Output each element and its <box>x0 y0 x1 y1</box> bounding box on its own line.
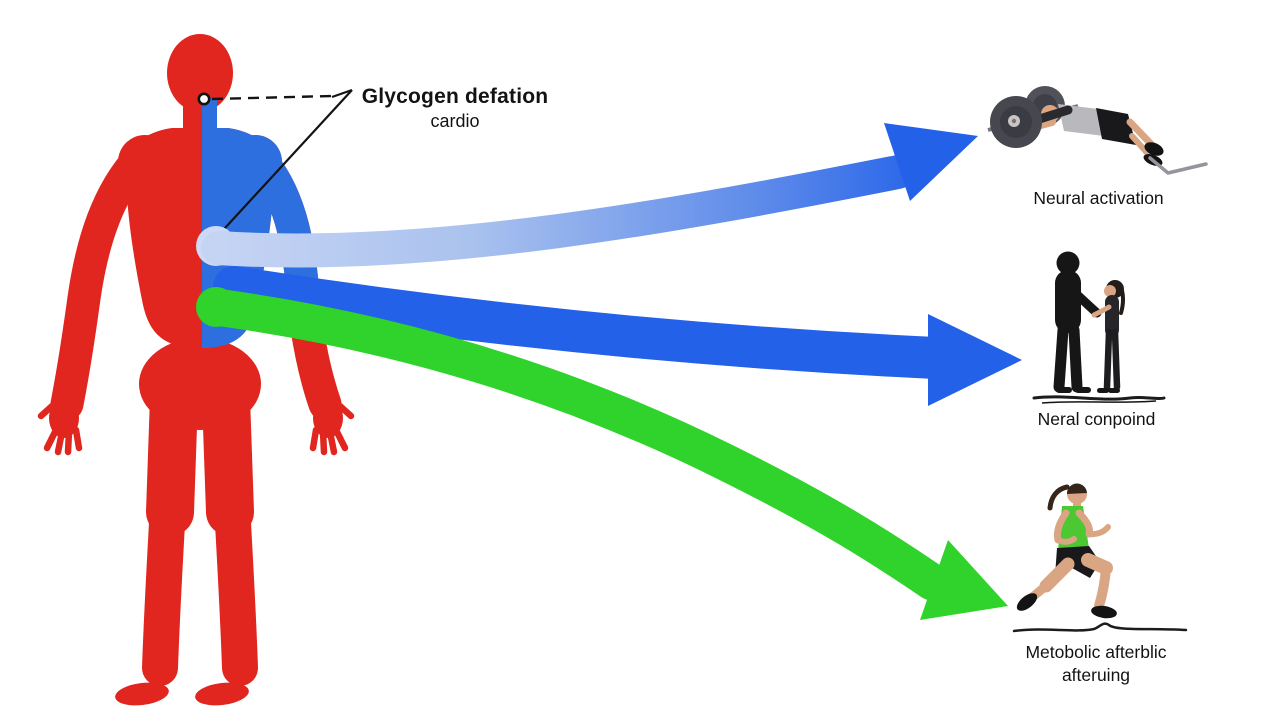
runner-neck <box>1073 502 1081 509</box>
runner-front-shoe <box>1091 605 1117 619</box>
pathway-label-metabolic: Metobolic afterblic afteruing <box>988 641 1204 687</box>
runner-back-thigh <box>1039 557 1075 593</box>
callout-junction-line <box>331 88 353 99</box>
blue-neck <box>202 98 217 134</box>
pathway-label-metabolic-line1: Metobolic afterblic <box>1025 642 1167 662</box>
woman-leg-left <box>1103 328 1113 391</box>
lifter-leg-1 <box>1126 118 1156 149</box>
body-left-shin <box>142 487 186 686</box>
ground-scribble-partners <box>1041 400 1157 404</box>
callout-title: Glycogen defation <box>361 85 549 108</box>
runner-front-shin <box>1094 563 1111 611</box>
arrow-middle-shaft <box>213 266 957 379</box>
ground-line-runner <box>1012 622 1188 633</box>
woman-foot-left <box>1097 388 1109 393</box>
woman-foot-right <box>1108 388 1120 393</box>
pathway-label-neural-compound: Neral conpoind <box>1037 409 1156 429</box>
body-right-shin <box>214 487 258 686</box>
callout-dashed-line <box>211 94 333 101</box>
man-foot-right <box>1075 387 1091 393</box>
woman-ponytail <box>1119 285 1125 315</box>
body-left-foot <box>115 682 169 706</box>
woman-arm <box>1091 304 1112 318</box>
runner-front-forearm <box>1086 524 1111 538</box>
man-arm <box>1068 286 1102 318</box>
woman-face <box>1104 285 1116 297</box>
arrow-middle-blue <box>213 266 1022 406</box>
lifter-leg-2 <box>1129 133 1153 159</box>
arrow-bottom-green <box>196 287 1008 620</box>
runner-ponytail <box>1047 484 1070 511</box>
arrow-top-head <box>884 123 978 201</box>
lifter-shoe-1 <box>1144 142 1164 156</box>
figure-partner-pair <box>1032 251 1166 404</box>
arrow-green-head <box>920 540 1008 620</box>
man-foot-left <box>1056 387 1072 393</box>
pathway-label-neural-activation: Neural activation <box>1033 188 1164 208</box>
body-left-fingers <box>37 402 83 456</box>
body-right-foot <box>195 682 249 706</box>
arrow-top-gradient <box>196 123 978 268</box>
man-head <box>1056 251 1080 275</box>
figure-bench-press <box>987 86 1208 175</box>
ground-line-partners <box>1032 395 1166 401</box>
figure-lunge-runner <box>1012 483 1188 633</box>
callout-head-dot <box>197 92 211 106</box>
body-left-arm <box>50 141 157 421</box>
arrow-middle-head <box>928 314 1022 406</box>
body-right-fingers <box>309 402 355 456</box>
pathway-label-metabolic-line2: afteruing <box>1061 665 1131 685</box>
callout-subtitle: cardio <box>430 111 480 131</box>
runner-back-forearm <box>1055 536 1077 545</box>
floor-swoosh <box>1148 156 1208 175</box>
man-leg-left <box>1053 324 1069 393</box>
callout-diagonal-line <box>213 89 353 241</box>
barbell-plate-front-bolt <box>1011 118 1017 124</box>
runner-hair <box>1066 483 1087 494</box>
lifter-shorts <box>1096 108 1136 145</box>
arrow-green-shaft <box>197 288 951 601</box>
woman-leg-right <box>1111 328 1121 391</box>
body-silhouette <box>37 34 355 706</box>
arrow-top-shaft <box>201 155 915 268</box>
runner-back-shoe <box>1016 593 1038 611</box>
callout-lines <box>197 88 353 241</box>
man-leg-right <box>1068 324 1083 393</box>
body-head <box>167 34 233 112</box>
